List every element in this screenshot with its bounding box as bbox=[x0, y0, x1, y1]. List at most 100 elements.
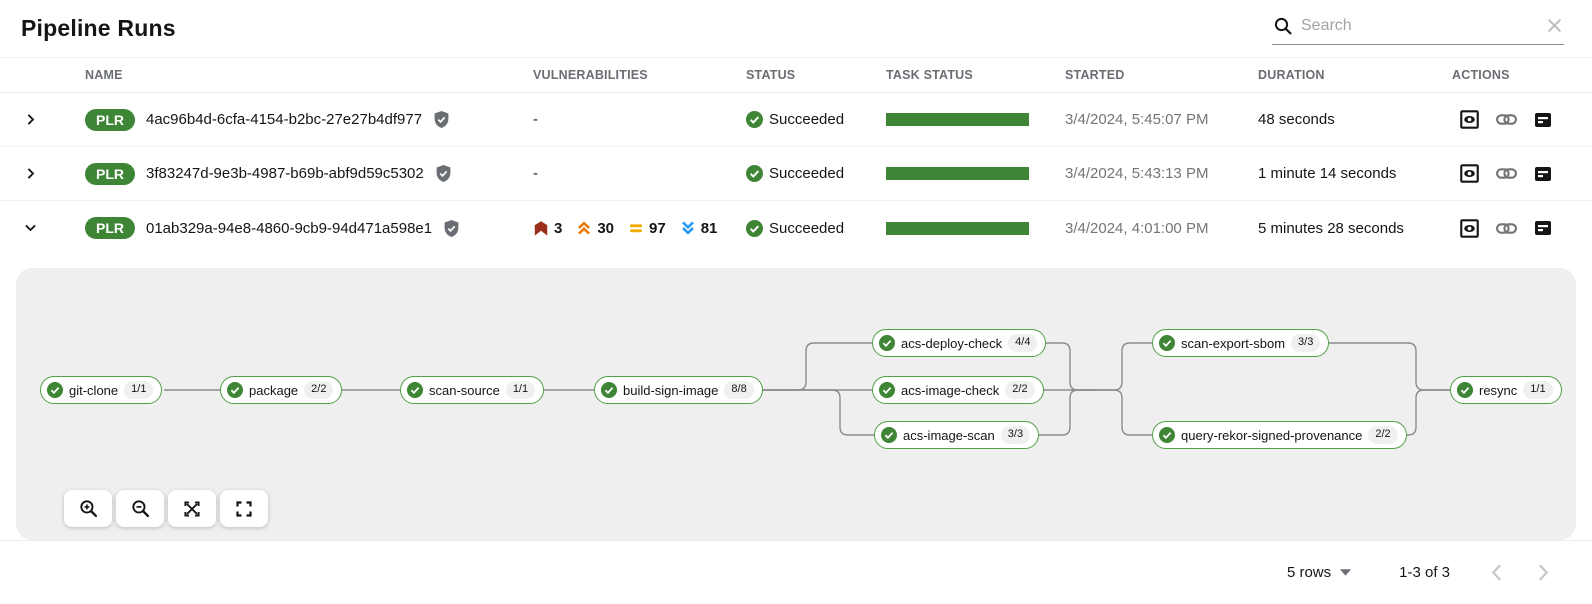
collapse-row-button[interactable] bbox=[19, 216, 42, 239]
vuln-low: 81 bbox=[680, 220, 717, 237]
plr-badge: PLR bbox=[85, 217, 135, 239]
caret-down-icon bbox=[1340, 568, 1352, 576]
expand-arrows-icon bbox=[183, 500, 201, 518]
started-cell: 3/4/2024, 5:45:07 PM bbox=[1065, 111, 1209, 128]
previous-page-button[interactable] bbox=[1488, 561, 1505, 584]
copy-link-button[interactable] bbox=[1494, 219, 1519, 238]
task-success-icon bbox=[879, 382, 895, 398]
vulnerabilities-cell: - bbox=[533, 111, 538, 128]
task-node-resync[interactable]: resync 1/1 bbox=[1450, 376, 1562, 404]
pipeline-run-row: PLR 01ab329a-94e8-4860-9cb9-94d471a598e1… bbox=[0, 201, 1592, 255]
pipeline-edges bbox=[164, 342, 1450, 436]
page-title: Pipeline Runs bbox=[21, 15, 176, 41]
task-node-query-rekor-signed-provenance[interactable]: query-rekor-signed-provenance 2/2 bbox=[1152, 421, 1407, 449]
task-count-badge: 1/1 bbox=[505, 381, 536, 399]
task-count-badge: 4/4 bbox=[1008, 334, 1038, 352]
vuln-critical: 3 bbox=[533, 220, 562, 237]
copy-link-button[interactable] bbox=[1494, 164, 1519, 183]
task-success-icon bbox=[1159, 335, 1175, 351]
zoom-out-icon bbox=[131, 499, 150, 518]
eye-box-icon bbox=[1460, 164, 1479, 183]
status-text: Succeeded bbox=[769, 219, 845, 237]
high-count: 30 bbox=[597, 219, 615, 237]
view-sbom-button[interactable] bbox=[1458, 217, 1481, 240]
task-node-acs-image-scan[interactable]: acs-image-scan 3/3 bbox=[874, 421, 1040, 449]
medium-count: 97 bbox=[649, 219, 666, 237]
task-node-acs-image-check[interactable]: acs-image-check 2/2 bbox=[872, 376, 1044, 404]
duration-cell: 48 seconds bbox=[1258, 111, 1335, 128]
rows-per-page-label: 5 rows bbox=[1286, 563, 1332, 581]
reset-view-button[interactable] bbox=[220, 490, 268, 527]
task-success-icon bbox=[407, 382, 423, 398]
signed-shield-icon bbox=[443, 219, 460, 237]
task-label: build-sign-image bbox=[623, 382, 719, 398]
started-cell: 3/4/2024, 4:01:00 PM bbox=[1065, 219, 1209, 237]
plr-badge: PLR bbox=[85, 162, 135, 185]
link-icon bbox=[1496, 166, 1517, 181]
task-count-badge: 1/1 bbox=[1523, 381, 1553, 399]
column-header-vulnerabilities: VULNERABILITIES bbox=[533, 68, 648, 82]
view-sbom-button[interactable] bbox=[1458, 108, 1481, 131]
status-text: Succeeded bbox=[769, 111, 845, 128]
task-node-scan-export-sbom[interactable]: scan-export-sbom 3/3 bbox=[1152, 329, 1330, 357]
task-node-build-sign-image[interactable]: build-sign-image 8/8 bbox=[594, 376, 763, 404]
run-name[interactable]: 4ac96b4d-6cfa-4154-b2bc-27e27b4df977 bbox=[146, 111, 423, 128]
task-node-acs-deploy-check[interactable]: acs-deploy-check 4/4 bbox=[872, 329, 1047, 357]
logs-icon bbox=[1534, 165, 1552, 183]
status-text: Succeeded bbox=[769, 165, 845, 182]
eye-box-icon bbox=[1460, 110, 1479, 129]
view-logs-button[interactable] bbox=[1532, 163, 1554, 185]
task-count-badge: 2/2 bbox=[1005, 381, 1035, 399]
rows-per-page-select[interactable]: 5 rows bbox=[1286, 563, 1352, 581]
task-count-badge: 8/8 bbox=[724, 381, 754, 399]
task-success-icon bbox=[881, 427, 897, 443]
task-label: scan-source bbox=[429, 382, 500, 398]
vuln-high: 30 bbox=[576, 220, 614, 237]
pipeline-visualization-panel: git-clone 1/1 package 2/2 scan-source 1/… bbox=[16, 268, 1576, 540]
search-box bbox=[1272, 13, 1564, 45]
task-label: acs-image-check bbox=[901, 382, 1000, 398]
task-success-icon bbox=[879, 335, 895, 351]
task-success-icon bbox=[227, 382, 243, 398]
run-name[interactable]: 3f83247d-9e3b-4987-b69b-abf9d59c5302 bbox=[146, 165, 424, 182]
logs-icon bbox=[1534, 219, 1552, 237]
task-node-package[interactable]: package 2/2 bbox=[220, 376, 343, 404]
chevron-right-icon bbox=[1537, 563, 1550, 582]
clear-search-icon[interactable] bbox=[1547, 18, 1562, 33]
name-cell: PLR 01ab329a-94e8-4860-9cb9-94d471a598e1 bbox=[85, 217, 533, 239]
view-logs-button[interactable] bbox=[1532, 217, 1554, 239]
high-severity-icon bbox=[576, 220, 592, 236]
status-cell: Succeeded bbox=[746, 111, 886, 128]
next-page-button[interactable] bbox=[1535, 561, 1552, 584]
name-cell: PLR 4ac96b4d-6cfa-4154-b2bc-27e27b4df977 bbox=[85, 108, 533, 131]
run-name[interactable]: 01ab329a-94e8-4860-9cb9-94d471a598e1 bbox=[146, 219, 433, 237]
task-node-git-clone[interactable]: git-clone 1/1 bbox=[40, 376, 163, 404]
zoom-in-button[interactable] bbox=[64, 490, 112, 527]
zoom-out-button[interactable] bbox=[116, 490, 164, 527]
chevron-down-icon bbox=[23, 220, 38, 235]
link-icon bbox=[1496, 221, 1517, 236]
search-icon bbox=[1274, 17, 1292, 35]
chevron-left-icon bbox=[1490, 563, 1503, 582]
task-status-bar bbox=[886, 221, 1029, 235]
success-check-icon bbox=[746, 219, 763, 237]
view-logs-button[interactable] bbox=[1532, 109, 1554, 131]
critical-count: 3 bbox=[554, 219, 563, 237]
pipeline-run-row: PLR 3f83247d-9e3b-4987-b69b-abf9d59c5302… bbox=[0, 147, 1592, 201]
task-label: scan-export-sbom bbox=[1181, 335, 1286, 351]
actions-cell bbox=[1452, 108, 1592, 131]
low-severity-icon bbox=[680, 220, 696, 236]
expand-row-button[interactable] bbox=[19, 162, 42, 185]
task-label: acs-image-scan bbox=[903, 427, 995, 443]
medium-severity-icon bbox=[628, 220, 644, 236]
view-sbom-button[interactable] bbox=[1458, 162, 1481, 185]
duration-cell: 1 minute 14 seconds bbox=[1258, 165, 1397, 182]
column-header-duration: DURATION bbox=[1258, 68, 1325, 82]
column-header-name: NAME bbox=[85, 68, 123, 82]
copy-link-button[interactable] bbox=[1494, 110, 1519, 129]
task-label: query-rekor-signed-provenance bbox=[1181, 427, 1363, 443]
search-input[interactable] bbox=[1301, 16, 1538, 35]
fit-to-screen-button[interactable] bbox=[168, 490, 216, 527]
task-node-scan-source[interactable]: scan-source 1/1 bbox=[400, 376, 545, 404]
expand-row-button[interactable] bbox=[19, 108, 42, 131]
